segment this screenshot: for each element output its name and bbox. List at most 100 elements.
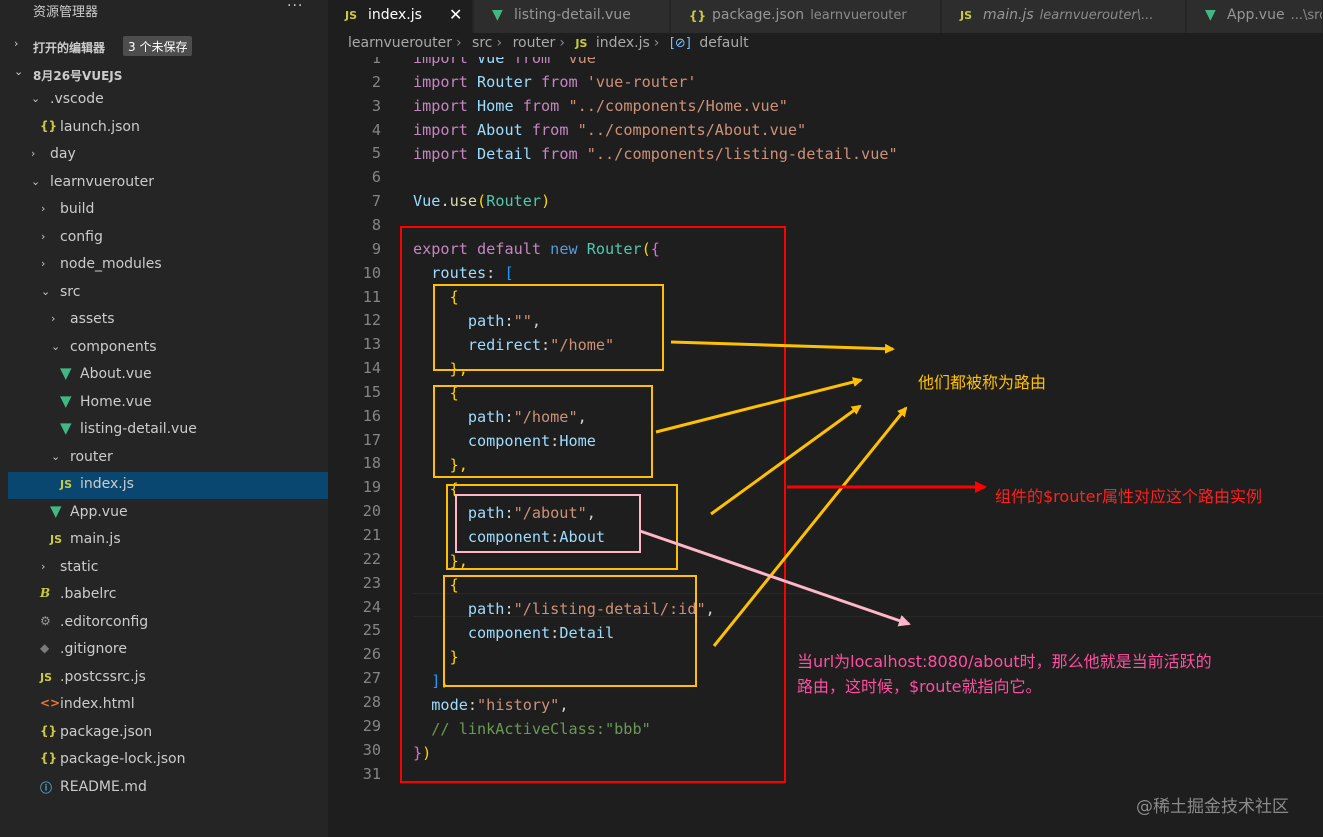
json-file-icon: {} <box>40 751 58 765</box>
route-box-home <box>433 385 653 478</box>
code-line: { <box>413 384 459 402</box>
project-folder-header[interactable]: ⌄ 8月26号VUEJS <box>0 61 328 87</box>
tree-item-label: config <box>60 228 103 245</box>
more-actions-icon[interactable]: ··· <box>287 0 304 14</box>
vue-file-icon: ▼ <box>60 391 72 410</box>
unsaved-badge: 3 个未保存 <box>123 36 193 56</box>
breadcrumb-item-router[interactable]: router <box>512 35 556 51</box>
tab-label-group: App.vue...\src <box>1227 7 1322 23</box>
tree-item-index-html[interactable]: <>index.html <box>8 692 328 719</box>
tab-main-js[interactable]: JS main.js learnvuerouter\... <box>942 0 1186 33</box>
tree-item-static[interactable]: ›static <box>8 555 328 582</box>
js-file-icon: JS <box>960 9 973 22</box>
tree-item-home-vue[interactable]: ▼Home.vue <box>8 390 328 417</box>
code-line: }) <box>413 744 432 762</box>
tree-item-learnvuerouter[interactable]: ⌄learnvuerouter <box>8 170 328 197</box>
tree-item-package-json[interactable]: {}package.json <box>8 720 328 747</box>
tree-item-label: build <box>60 201 95 217</box>
tree-item-babelrc[interactable]: B.babelrc <box>8 582 328 609</box>
chevron-right-icon: › <box>41 229 46 243</box>
tree-item-label: index.js <box>80 476 134 492</box>
chevron-right-icon: › <box>14 37 19 50</box>
tab-label: package.json <box>712 7 805 23</box>
tree-item-build[interactable]: ›build <box>8 197 328 224</box>
vue-file-icon: ▼ <box>60 419 72 437</box>
editor-tab-bar: JS index.js ✕ ▼ listing-detail.vue {} pa… <box>328 0 1323 33</box>
js-file-icon: JS <box>40 670 53 684</box>
tree-item-listing-detail-vue[interactable]: ▼listing-detail.vue <box>8 417 328 444</box>
tree-item-src[interactable]: ⌄src <box>8 280 328 307</box>
code-line: path:"/listing-detail/:id", <box>413 600 715 618</box>
symbol-module-icon: [⊘] <box>669 36 691 51</box>
tab-listing-detail-vue[interactable]: ▼ listing-detail.vue <box>474 0 670 33</box>
js-file-icon: JS <box>575 37 588 50</box>
code-line: { <box>413 288 459 306</box>
tree-item-label: static <box>60 558 99 575</box>
tree-item-editorconfig[interactable]: ⚙.editorconfig <box>8 610 328 637</box>
route-box-detail <box>443 575 697 687</box>
line-number: 20 <box>362 502 381 521</box>
line-number: 16 <box>362 406 381 425</box>
tree-item-label: About.vue <box>80 366 152 382</box>
tab-label: listing-detail.vue <box>514 7 631 23</box>
tab-label: main.js <box>983 7 1034 23</box>
code-line: path:"", <box>413 312 542 330</box>
tree-item-assets[interactable]: ›assets <box>8 307 328 334</box>
arrow-redirect <box>670 340 895 354</box>
vue-file-icon: ▼ <box>1205 7 1216 23</box>
router-instance-box <box>400 226 786 783</box>
breadcrumb-item-default[interactable]: default <box>699 35 749 51</box>
tree-item-node-modules[interactable]: ›node_modules <box>8 252 328 279</box>
chevron-down-icon: ⌄ <box>51 449 61 463</box>
line-number: 30 <box>362 740 381 759</box>
chevron-right-icon: › <box>31 147 36 160</box>
tree-item-gitignore[interactable]: ◆.gitignore <box>8 637 328 664</box>
tree-item-day[interactable]: ›day <box>8 142 328 169</box>
chevron-down-icon: ⌄ <box>31 92 41 105</box>
open-editors-section[interactable]: › 打开的编辑器 3 个未保存 <box>0 33 328 59</box>
tree-item-postcssrc-js[interactable]: JS .postcssrc.js <box>8 665 328 692</box>
tree-item-label: router <box>70 448 113 465</box>
tree-item-config[interactable]: › config <box>8 225 328 252</box>
open-editors-label: 打开的编辑器 <box>33 41 106 55</box>
tree-item-router[interactable]: ⌄ router <box>8 445 328 472</box>
tree-item-label: .babelrc <box>60 586 117 602</box>
line-number: 29 <box>362 716 381 735</box>
route-annotation-line2: 路由，这时候，$route就指向它。 <box>797 677 1042 696</box>
tree-item-label: components <box>70 338 157 355</box>
tree-item-about-vue[interactable]: ▼About.vue <box>8 362 328 389</box>
tree-item-label: .postcssrc.js <box>60 668 146 685</box>
route-annotation-line1: 当url为localhost:8080/about时，那么他就是当前活跃的 <box>797 652 1212 671</box>
tab-description: learnvuerouter <box>810 8 907 23</box>
explorer-sidebar: 资源管理器 ··· › 打开的编辑器 3 个未保存 ⌄ 8月26号VUEJS ⌄… <box>0 0 328 837</box>
tab-app-vue[interactable]: ▼ App.vue...\src <box>1187 0 1323 33</box>
tree-item-label: .editorconfig <box>60 613 149 630</box>
code-line: component:Detail <box>413 624 615 642</box>
breadcrumb-item-src[interactable]: src <box>472 35 493 51</box>
tree-item-package-lock-json[interactable]: {}package-lock.json <box>8 747 328 774</box>
code-line: path:"/home", <box>413 408 587 426</box>
code-line: routes: [ <box>413 264 514 282</box>
tree-item-launch-json[interactable]: {}launch.json <box>8 115 328 142</box>
tree-item-vscode[interactable]: ⌄ .vscode <box>8 87 328 114</box>
arrow-detail <box>712 406 908 647</box>
close-icon[interactable]: ✕ <box>449 5 463 24</box>
breadcrumb-item-index-js[interactable]: index.js <box>595 35 650 51</box>
tab-description: learnvuerouter\... <box>1039 8 1154 23</box>
tree-item-label: App.vue <box>70 503 128 520</box>
tab-label-group: package.json learnvuerouter <box>712 7 907 23</box>
tree-item-label: .gitignore <box>60 641 127 657</box>
breadcrumb-separator: › <box>653 35 660 51</box>
tree-item-app-vue[interactable]: ▼App.vue <box>8 500 328 527</box>
tree-item-components[interactable]: ⌄components <box>8 335 328 362</box>
explorer-header: 资源管理器 ··· <box>0 0 328 22</box>
breadcrumb-item-learnvuerouter[interactable]: learnvuerouter <box>348 35 452 51</box>
line-number: 31 <box>362 764 381 783</box>
tree-item-label: .vscode <box>50 91 104 107</box>
tab-index-js[interactable]: JS index.js ✕ <box>328 0 473 33</box>
